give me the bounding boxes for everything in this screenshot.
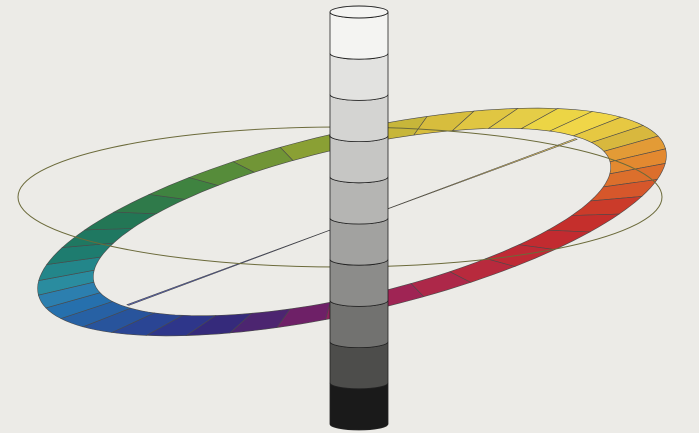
gray-value-axis: [330, 6, 388, 430]
gray-axis-step: [330, 94, 388, 141]
gray-axis-step: [330, 136, 388, 183]
gray-axis-step: [330, 53, 388, 100]
gray-axis-step: [330, 300, 388, 347]
gray-axis-top-cap: [330, 6, 388, 18]
gray-axis-step: [330, 342, 388, 389]
gray-axis-step: [330, 383, 388, 430]
gray-axis-step: [330, 218, 388, 265]
gray-axis-step: [330, 12, 388, 59]
gray-axis-step: [330, 259, 388, 306]
gray-axis-step: [330, 177, 388, 224]
